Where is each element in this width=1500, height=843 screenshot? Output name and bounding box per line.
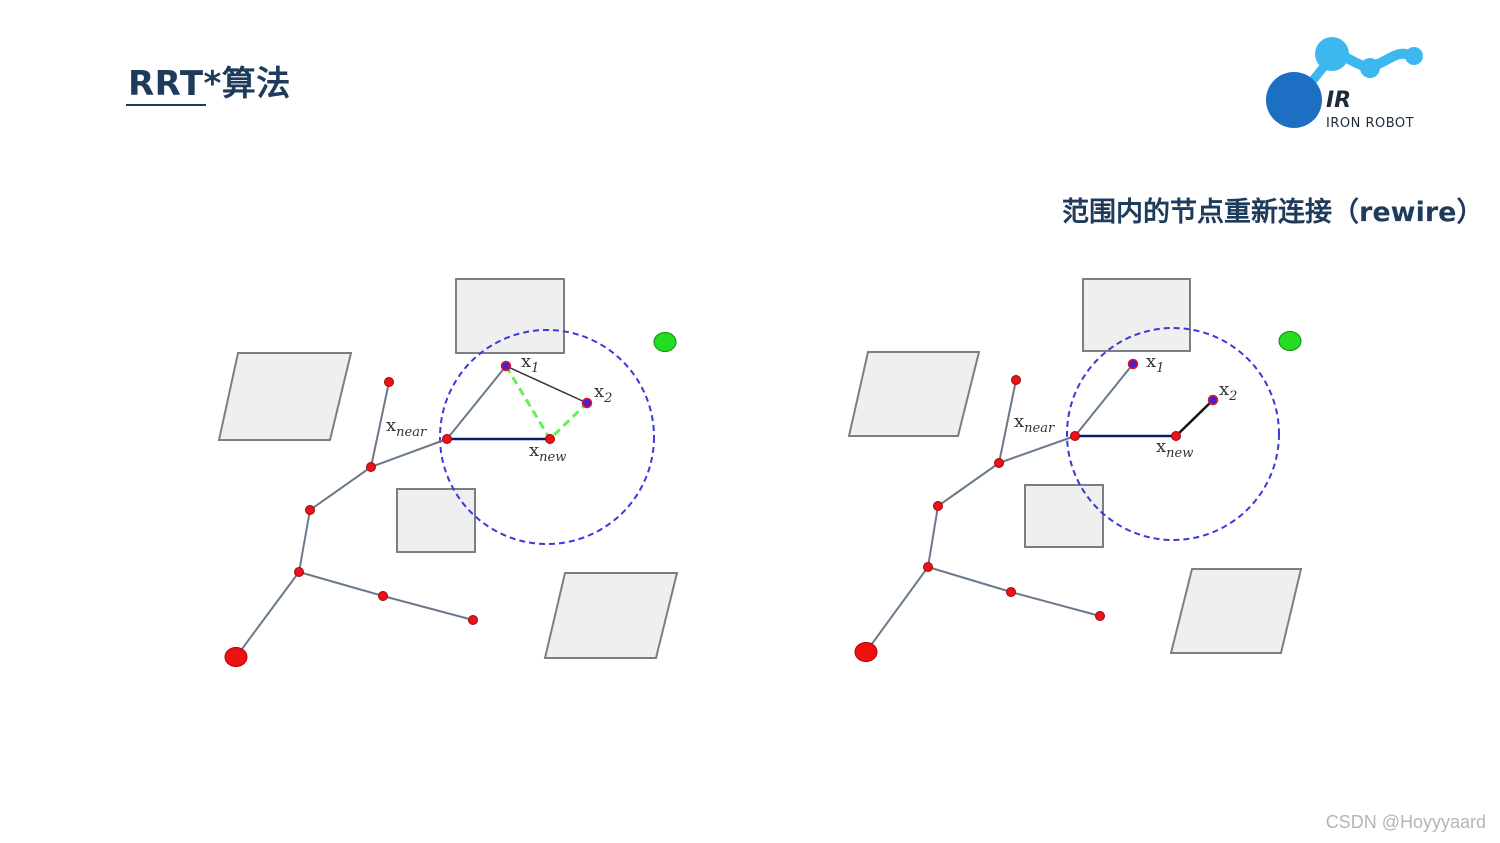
tree-node — [294, 567, 304, 577]
x1-node — [1127, 358, 1139, 370]
tree-node — [1006, 587, 1016, 597]
tree-node — [1011, 375, 1021, 385]
tree-node — [933, 501, 943, 511]
tree-edge — [446, 365, 507, 440]
neighborhood-circle — [1066, 327, 1280, 541]
slide-title: RRT*算法 — [128, 64, 291, 104]
start-node — [854, 642, 878, 662]
obstacle — [396, 488, 476, 553]
obstacle — [1082, 278, 1191, 352]
tree-node — [994, 458, 1004, 468]
tree-node — [1095, 611, 1105, 621]
subtitle: 范围内的节点重新连接（rewire） — [1062, 197, 1484, 228]
obstacle — [543, 572, 679, 659]
tree-node — [378, 591, 388, 601]
tree-edge — [370, 438, 448, 468]
left-panel: xnear xnew x1 x2 — [217, 278, 679, 667]
x2-label: x2 — [1219, 379, 1237, 404]
tree-node — [305, 505, 315, 515]
x-near-label: xnear — [386, 415, 427, 440]
x-new-node — [1171, 431, 1181, 441]
tree-edge — [865, 566, 929, 653]
x2-node — [581, 397, 593, 409]
tree-edge — [1074, 363, 1134, 437]
tree-node — [384, 377, 394, 387]
x1-label: x1 — [1146, 351, 1164, 376]
x-new-node — [545, 434, 555, 444]
tree-node — [468, 615, 478, 625]
x2-label: x2 — [594, 381, 612, 406]
title-underline — [126, 104, 206, 106]
tree-edge — [370, 381, 390, 468]
neighborhood-circle — [439, 329, 655, 545]
obstacle — [1169, 568, 1303, 654]
obstacle — [455, 278, 565, 354]
tree-edge — [235, 571, 300, 658]
tree-edge — [998, 435, 1076, 464]
x-new-label: xnew — [529, 440, 566, 465]
tree-edge — [382, 595, 474, 621]
x-near-node — [442, 434, 452, 444]
tree-edge — [309, 466, 372, 511]
tree-node — [923, 562, 933, 572]
goal-node — [653, 332, 677, 352]
tree-edge — [937, 462, 1000, 507]
obstacle — [847, 351, 981, 437]
x-new-label: xnew — [1156, 436, 1193, 461]
iron-robot-logo: IR IRON ROBOT — [1262, 34, 1432, 138]
x2-node — [1207, 394, 1219, 406]
tree-edge — [927, 505, 939, 568]
logo-mark: IR — [1326, 88, 1352, 113]
x-near-label: xnear — [1014, 411, 1055, 436]
x1-x2-edge — [505, 365, 588, 404]
tree-edge — [1010, 591, 1101, 617]
obstacle — [1024, 484, 1104, 548]
tree-edge — [298, 509, 311, 573]
rewire-candidate-edge — [504, 365, 589, 442]
x-near-node — [1070, 431, 1080, 441]
tree-node — [366, 462, 376, 472]
goal-node — [1278, 331, 1302, 351]
tree-edge — [298, 571, 384, 597]
watermark: CSDN @Hoyyyaard — [1325, 812, 1486, 832]
obstacle — [217, 352, 353, 441]
start-node — [224, 647, 248, 667]
rewired-edge — [1175, 399, 1214, 437]
x1-node — [500, 360, 512, 372]
x1-label: x1 — [521, 351, 539, 376]
logo-name: IRON ROBOT — [1326, 116, 1415, 131]
tree-edge — [998, 379, 1017, 464]
tree-edge — [927, 566, 1012, 593]
logo-molecule-icon — [1266, 37, 1423, 128]
right-panel: xnear xnew x1 x2 — [847, 278, 1303, 662]
